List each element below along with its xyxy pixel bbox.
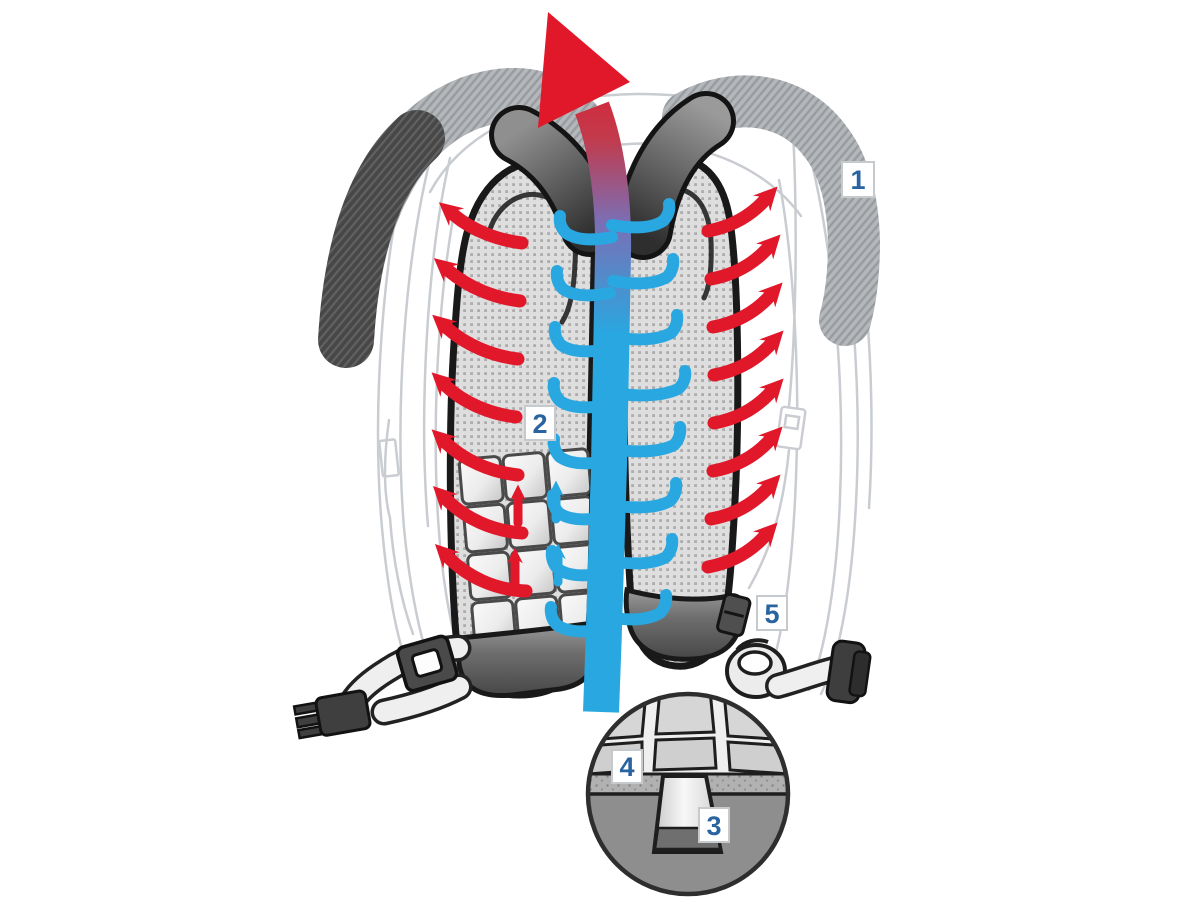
svg-text:2: 2 xyxy=(532,409,547,439)
label-3: 3 xyxy=(698,807,730,843)
sketch-ladderlock-left xyxy=(378,438,400,478)
left-strap-dark-hatch xyxy=(318,110,445,368)
cool-air-branches-right xyxy=(601,198,692,626)
svg-text:1: 1 xyxy=(850,165,865,195)
warm-air-arrows-right xyxy=(701,186,784,574)
cushion-airflow-arrows xyxy=(507,480,566,591)
label-2: 2 xyxy=(524,405,556,441)
belt-release-buckle xyxy=(292,689,372,740)
removable-strap xyxy=(725,638,872,705)
label-5: 5 xyxy=(756,595,788,631)
right-pad-base xyxy=(623,586,746,662)
svg-text:4: 4 xyxy=(619,752,634,782)
hip-belt xyxy=(292,634,473,740)
central-air-channel xyxy=(575,101,632,713)
warm-air-exit-arrowhead xyxy=(538,12,630,128)
strap-buckle xyxy=(825,639,872,705)
strap-anchor-segments xyxy=(489,91,736,260)
callout-labels: 1 2 5 4 3 xyxy=(524,161,875,843)
airflow xyxy=(431,12,784,713)
label-1: 1 xyxy=(841,161,875,198)
belt-slider-buckle xyxy=(395,634,459,693)
detail-inset xyxy=(585,691,791,897)
label-4: 4 xyxy=(611,749,643,784)
pad-side-buckle xyxy=(716,592,752,637)
warm-air-arrows-left xyxy=(431,202,533,598)
sketch-ladderlock-right xyxy=(775,405,807,451)
shoulder-straps xyxy=(318,68,881,368)
right-strap-arch xyxy=(662,75,881,346)
svg-text:3: 3 xyxy=(706,811,721,841)
svg-text:5: 5 xyxy=(764,599,779,629)
lumbar-cushion-grid xyxy=(457,447,595,649)
